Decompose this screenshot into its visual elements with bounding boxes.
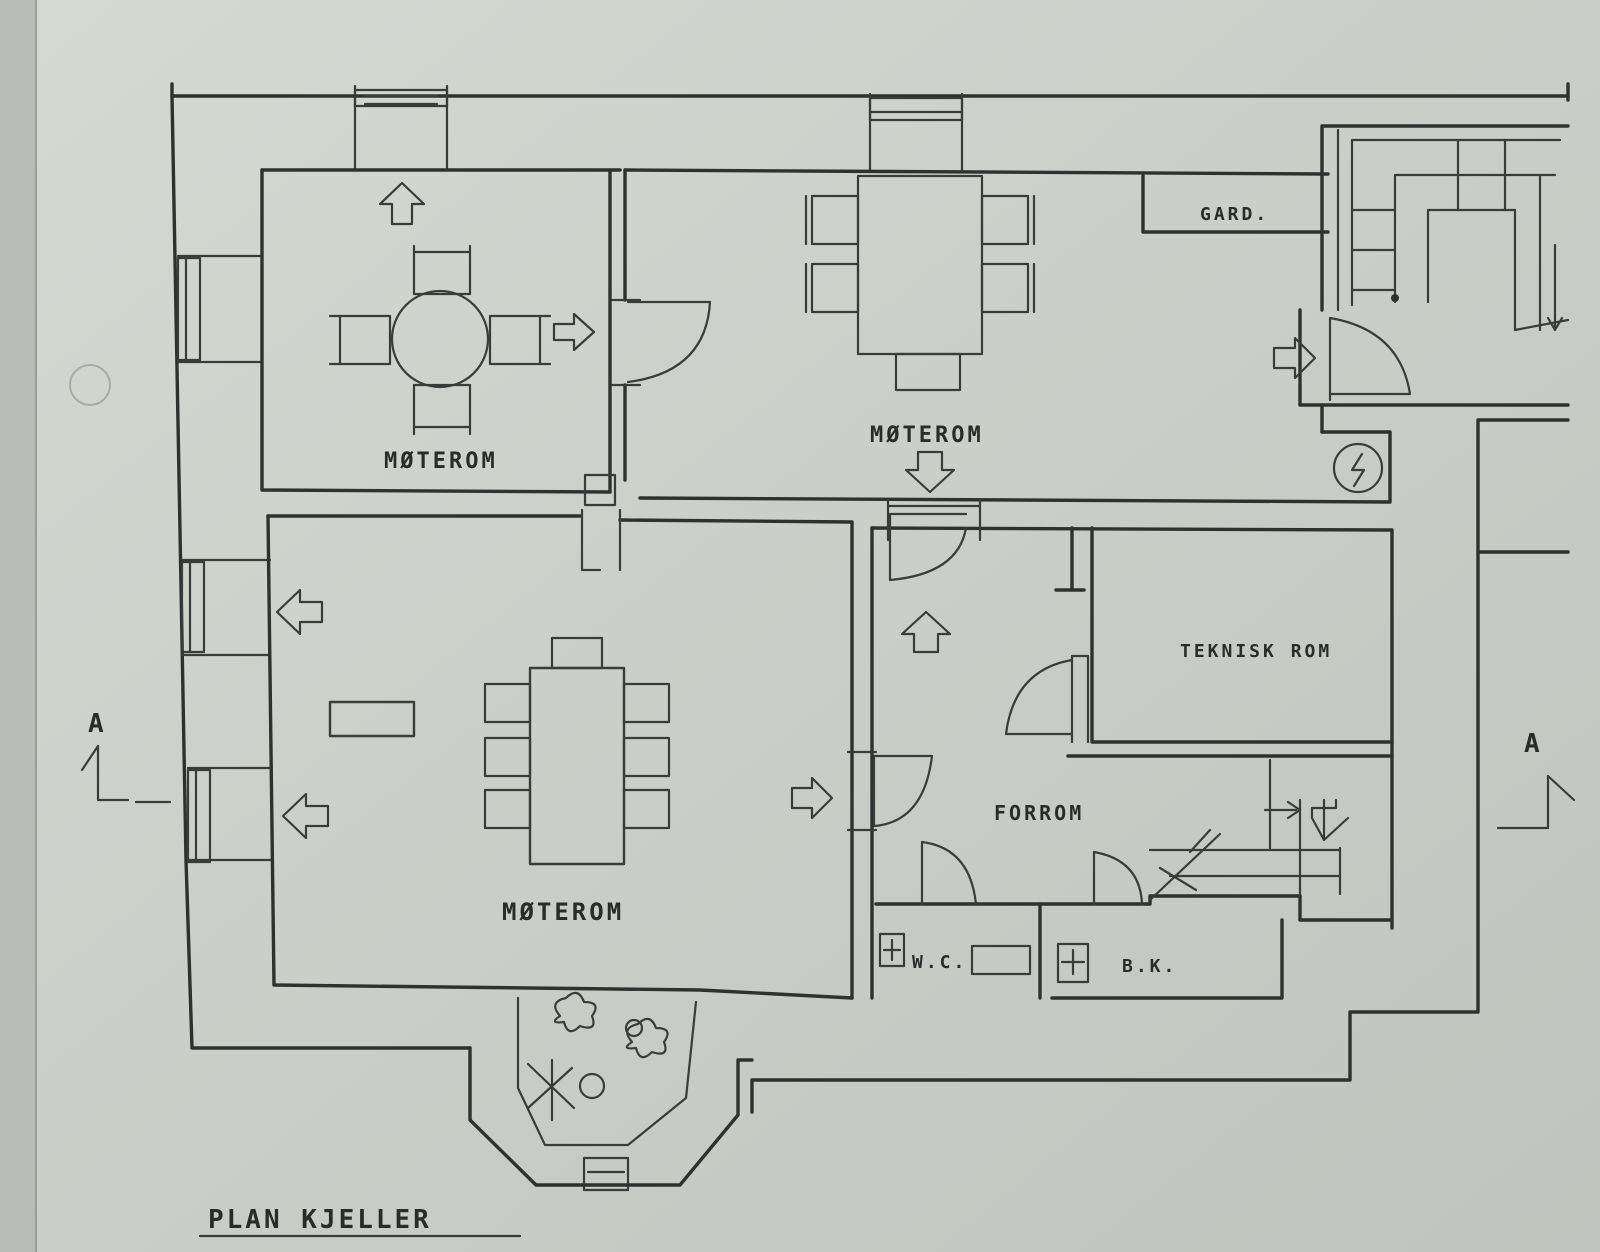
paper-sheet <box>36 0 1600 1252</box>
room-label-teknisk-rom: TEKNISK ROM <box>1180 641 1332 662</box>
room-label-bk: B.K. <box>1122 956 1177 977</box>
room-label-moterom-nw: MØTEROM <box>384 449 498 474</box>
room-label-moterom-s: MØTEROM <box>502 898 624 926</box>
room-moterom-s <box>266 508 854 1000</box>
section-label-right: A <box>1524 729 1543 759</box>
garden-bay <box>468 991 754 1187</box>
room-label-wc: W.C. <box>912 952 967 973</box>
section-label-left: A <box>88 709 107 739</box>
section-mark-left <box>80 744 172 804</box>
windows <box>176 84 964 1192</box>
plan-title: PLAN KJELLER <box>208 1205 432 1235</box>
room-label-moterom-ne: MØTEROM <box>870 423 984 448</box>
stairs <box>1336 128 1570 332</box>
faint-circle-mark <box>69 364 111 406</box>
section-mark-right <box>1496 774 1576 830</box>
room-moterom-nw <box>260 168 712 507</box>
room-moterom-ne <box>623 168 1412 504</box>
room-label-garderobe: GARD. <box>1200 204 1269 225</box>
service-area <box>846 498 1394 1000</box>
room-label-forrom: FORROM <box>994 801 1084 825</box>
